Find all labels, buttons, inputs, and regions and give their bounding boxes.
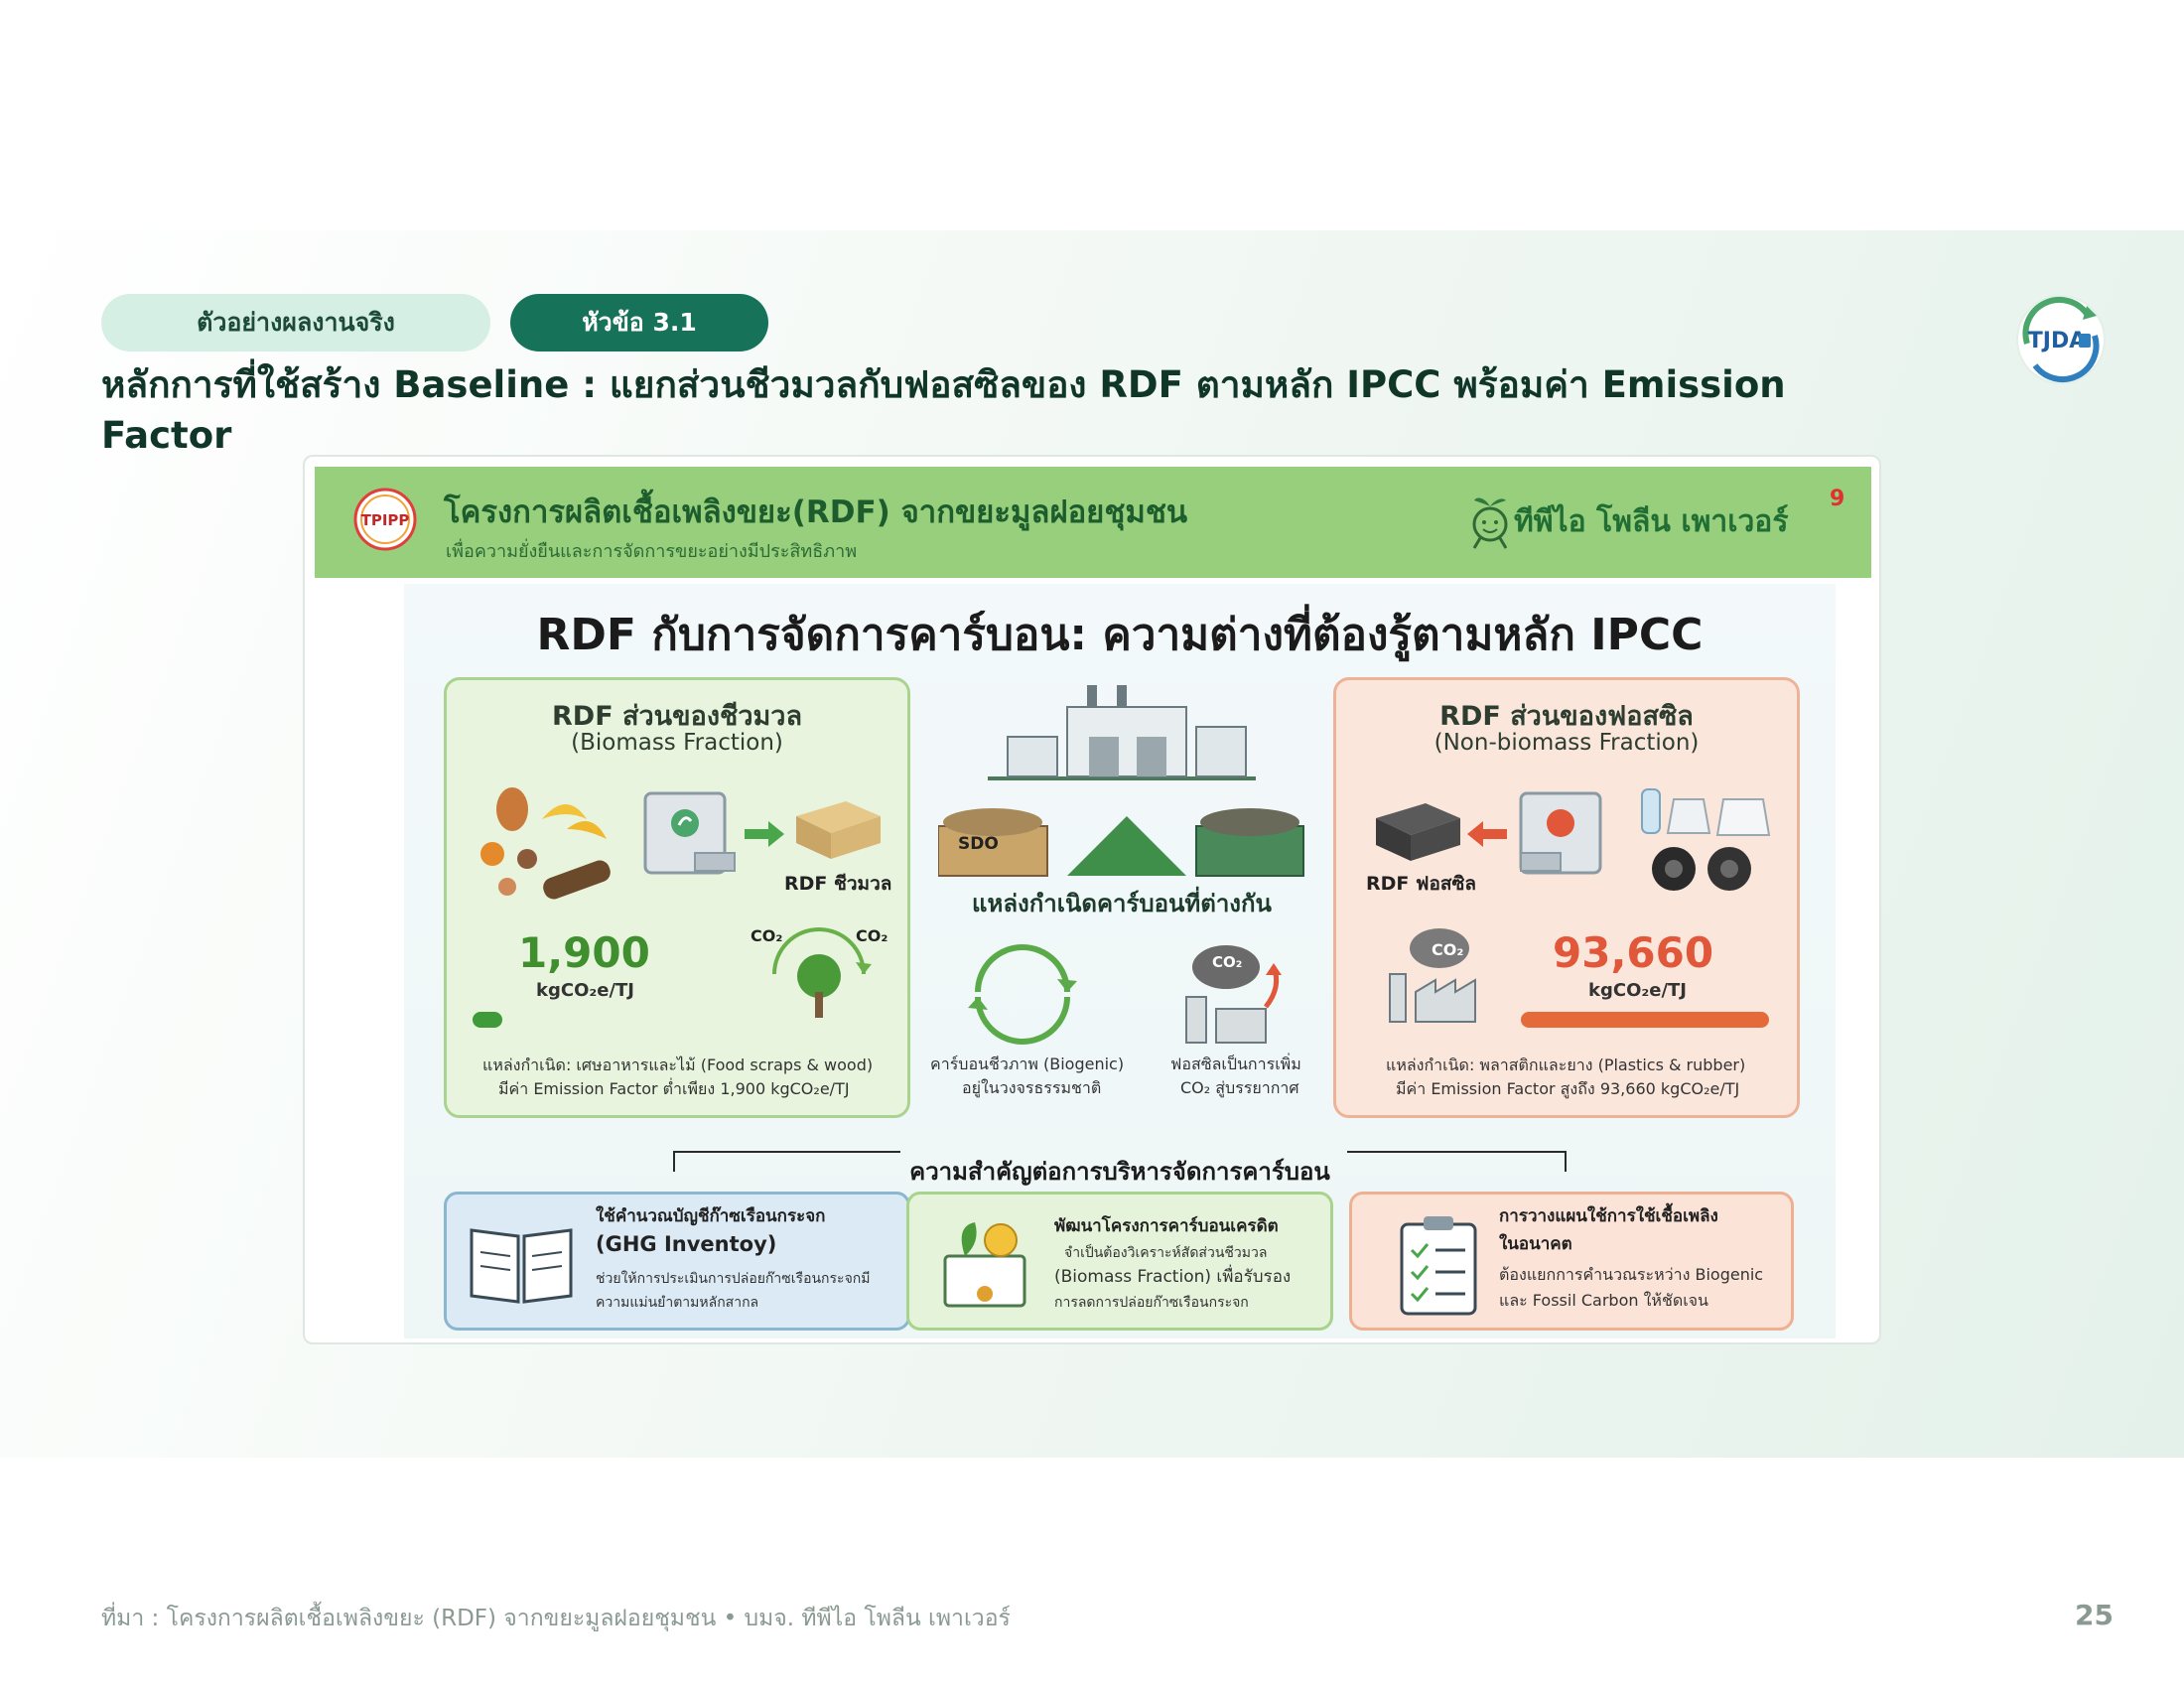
co2-label: CO₂ — [856, 926, 888, 945]
biomass-emission-unit: kgCO₂e/TJ — [536, 980, 635, 1001]
sprout-mascot-icon — [1466, 491, 1514, 550]
brand-name: ทีพีไอ โพลีน เพาเวอร์ — [1514, 504, 1789, 539]
infographic-title: RDF กับการจัดการคาร์บอน: ความต่างที่ต้อง… — [536, 610, 1704, 660]
shredder-machine-icon — [1519, 791, 1602, 875]
biomass-fraction-card: RDF ส่วนของชีวมวล (Biomass Fraction) — [444, 677, 910, 1118]
planning-line3: ต้องแยกการคำนวณระหว่าง Biogenic — [1499, 1265, 1764, 1284]
tpipp-logo-text: TPIPP — [361, 511, 410, 529]
brand-superscript: 9 — [1830, 487, 1845, 511]
ghg-inventory-box: ใช้คำนวณบัญชีก๊าซเรือนกระจก (GHG Invento… — [444, 1192, 910, 1331]
banner-title: โครงการผลิตเชื้อเพลิงขยะ(RDF) จากขยะมูลฝ… — [444, 494, 1188, 530]
fossil-text-line2: CO₂ สู่บรรยากาศ — [1180, 1078, 1299, 1097]
rdf-fossil-block-icon — [1376, 803, 1460, 861]
waste-bins-icon — [938, 808, 1304, 877]
arrow-right-icon — [745, 821, 784, 847]
arrow-left-icon — [1467, 821, 1507, 847]
banner-subtitle: เพื่อความยั่งยืนและการจัดการขยะอย่างมีปร… — [446, 541, 858, 562]
biomass-emission-value: 1,900 — [518, 928, 650, 977]
ghg-line4: ความแม่นยำตามหลักสากล — [596, 1295, 759, 1311]
credit-line1: พัฒนาโครงการคาร์บอนเครดิต — [1054, 1216, 1279, 1236]
co2-label: CO₂ — [1212, 953, 1243, 971]
credit-line4: การลดการปล่อยก๊าซเรือนกระจก — [1054, 1295, 1249, 1311]
co2-label: CO₂ — [751, 926, 783, 945]
biogenic-cycle-icon — [968, 944, 1077, 1045]
section-bracket — [673, 1151, 1567, 1172]
tjda-logo-text: TJDA — [2028, 329, 2086, 353]
credit-line2: จำเป็นต้องวิเคราะห์สัดส่วนชีวมวล — [1064, 1245, 1268, 1261]
biomass-ef-text: มีค่า Emission Factor ต่ำเพียง 1,900 kgC… — [498, 1079, 850, 1098]
factory-icon — [988, 685, 1256, 780]
carbon-credit-box: พัฒนาโครงการคาร์บอนเครดิต จำเป็นต้องวิเค… — [906, 1192, 1333, 1331]
fossil-heading: RDF ส่วนของฟอสซิล — [1439, 701, 1694, 732]
fuel-planning-box: การวางแผนใช้การใช้เชื้อเพลิง ในอนาคต ต้อ… — [1349, 1192, 1794, 1331]
fossil-fraction-card: RDF ส่วนของฟอสซิล (Non-biomass Fraction) — [1333, 677, 1800, 1118]
fossil-subheading: (Non-biomass Fraction) — [1433, 730, 1700, 756]
credit-line3: (Biomass Fraction) เพื่อรับรอง — [1054, 1267, 1292, 1287]
open-book-icon — [470, 1228, 573, 1304]
tag-sample-work: ตัวอย่างผลงานจริง — [101, 294, 490, 352]
fossil-level-bar — [1521, 1012, 1769, 1028]
carbon-source-center: SDO แหล่งกำเนิดคาร์บอนที่ต่างกัน CO₂ คา — [918, 677, 1325, 1118]
tjda-logo: TJDA — [2013, 292, 2109, 387]
planning-line2: ในอนาคต — [1499, 1234, 1572, 1254]
carbon-cycle-tree-icon — [772, 927, 872, 1018]
rdf-biomass-label: RDF ชีวมวล — [784, 873, 892, 895]
source-footnote: ที่มา : โครงการผลิตเชื้อเพลิงขยะ (RDF) จ… — [101, 1606, 1011, 1631]
rdf-fossil-label: RDF ฟอสซิล — [1366, 873, 1476, 895]
fossil-text-line1: ฟอสซิลเป็นการเพิ่ม — [1170, 1055, 1301, 1073]
tag-topic: หัวข้อ 3.1 — [510, 294, 768, 352]
shredder-machine-icon — [643, 791, 736, 875]
project-banner: TPIPP โครงการผลิตเชื้อเพลิงขยะ(RDF) จากข… — [315, 467, 1871, 578]
fossil-source-text: แหล่งกำเนิด: พลาสติกและยาง (Plastics & r… — [1386, 1055, 1746, 1074]
certificate-leaf-icon — [943, 1222, 1026, 1308]
rdf-biomass-block-icon — [796, 801, 881, 859]
biomass-source-text: แหล่งกำเนิด: เศษอาหารและไม้ (Food scraps… — [482, 1055, 874, 1074]
co2-label: CO₂ — [1432, 940, 1464, 959]
sdo-label: SDO — [958, 834, 999, 854]
importance-title: ความสำคัญต่อการบริหารจัดการคาร์บอน — [909, 1158, 1330, 1186]
tpipp-logo: TPIPP — [352, 487, 418, 566]
ghg-line3: ช่วยให้การประเมินการปล่อยก๊าซเรือนกระจกม… — [596, 1271, 871, 1287]
fossil-ef-text: มีค่า Emission Factor สูงถึง 93,660 kgCO… — [1396, 1079, 1740, 1098]
planning-line1: การวางแผนใช้การใช้เชื้อเพลิง — [1499, 1206, 1718, 1226]
slide: ตัวอย่างผลงานจริง หัวข้อ 3.1 หลักการที่ใ… — [0, 230, 2184, 1631]
biomass-level-bar — [473, 1012, 502, 1028]
page-number: 25 — [2075, 1599, 2114, 1631]
ghg-line2: (GHG Inventoy) — [596, 1232, 777, 1256]
rdf-carbon-infographic: RDF กับการจัดการคาร์บอน: ความต่างที่ต้อง… — [404, 584, 1836, 1338]
carbon-sources-title: แหล่งกำเนิดคาร์บอนที่ต่างกัน — [972, 890, 1272, 917]
plastics-tires-icon — [1641, 788, 1771, 891]
page-title: หลักการที่ใช้สร้าง Baseline : แยกส่วนชีว… — [101, 363, 1786, 457]
fossil-emission-value: 93,660 — [1553, 928, 1714, 977]
biomass-heading: RDF ส่วนของชีวมวล — [552, 701, 802, 732]
smokestack-icon — [1185, 945, 1282, 1044]
fossil-emission-unit: kgCO₂e/TJ — [1588, 980, 1688, 1001]
factory-co2-icon — [1389, 928, 1476, 1023]
planning-line4: และ Fossil Carbon ให้ชัดเจน — [1499, 1291, 1708, 1310]
biogenic-text-line2: อยู่ในวงจรธรรมชาติ — [962, 1078, 1102, 1097]
biomass-subheading: (Biomass Fraction) — [571, 730, 783, 756]
checklist-icon — [1400, 1216, 1477, 1316]
infographic-panel: TPIPP โครงการผลิตเชื้อเพลิงขยะ(RDF) จากข… — [303, 455, 1881, 1344]
ghg-line1: ใช้คำนวณบัญชีก๊าซเรือนกระจก — [596, 1206, 826, 1226]
food-waste-icon — [480, 787, 611, 900]
biogenic-text-line1: คาร์บอนชีวภาพ (Biogenic) — [930, 1055, 1125, 1073]
